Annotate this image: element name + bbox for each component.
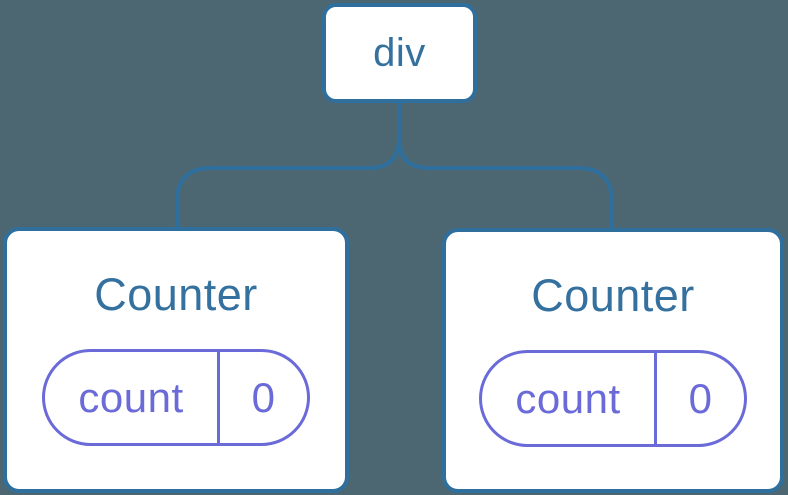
root-node-div: div xyxy=(322,3,477,103)
counter-card-left: Counter count 0 xyxy=(3,227,349,493)
state-pill: count 0 xyxy=(479,350,747,447)
state-key: count xyxy=(45,352,220,443)
component-title: Counter xyxy=(94,269,258,320)
component-title: Counter xyxy=(531,270,695,321)
state-value: 0 xyxy=(688,374,713,422)
counter-card-right: Counter count 0 xyxy=(442,228,784,493)
state-key: count xyxy=(482,353,657,444)
connector-left-branch xyxy=(175,101,401,229)
connector-right-branch xyxy=(397,101,614,230)
state-value: 0 xyxy=(251,373,276,421)
state-pill: count 0 xyxy=(42,349,310,446)
root-node-label: div xyxy=(373,30,426,75)
